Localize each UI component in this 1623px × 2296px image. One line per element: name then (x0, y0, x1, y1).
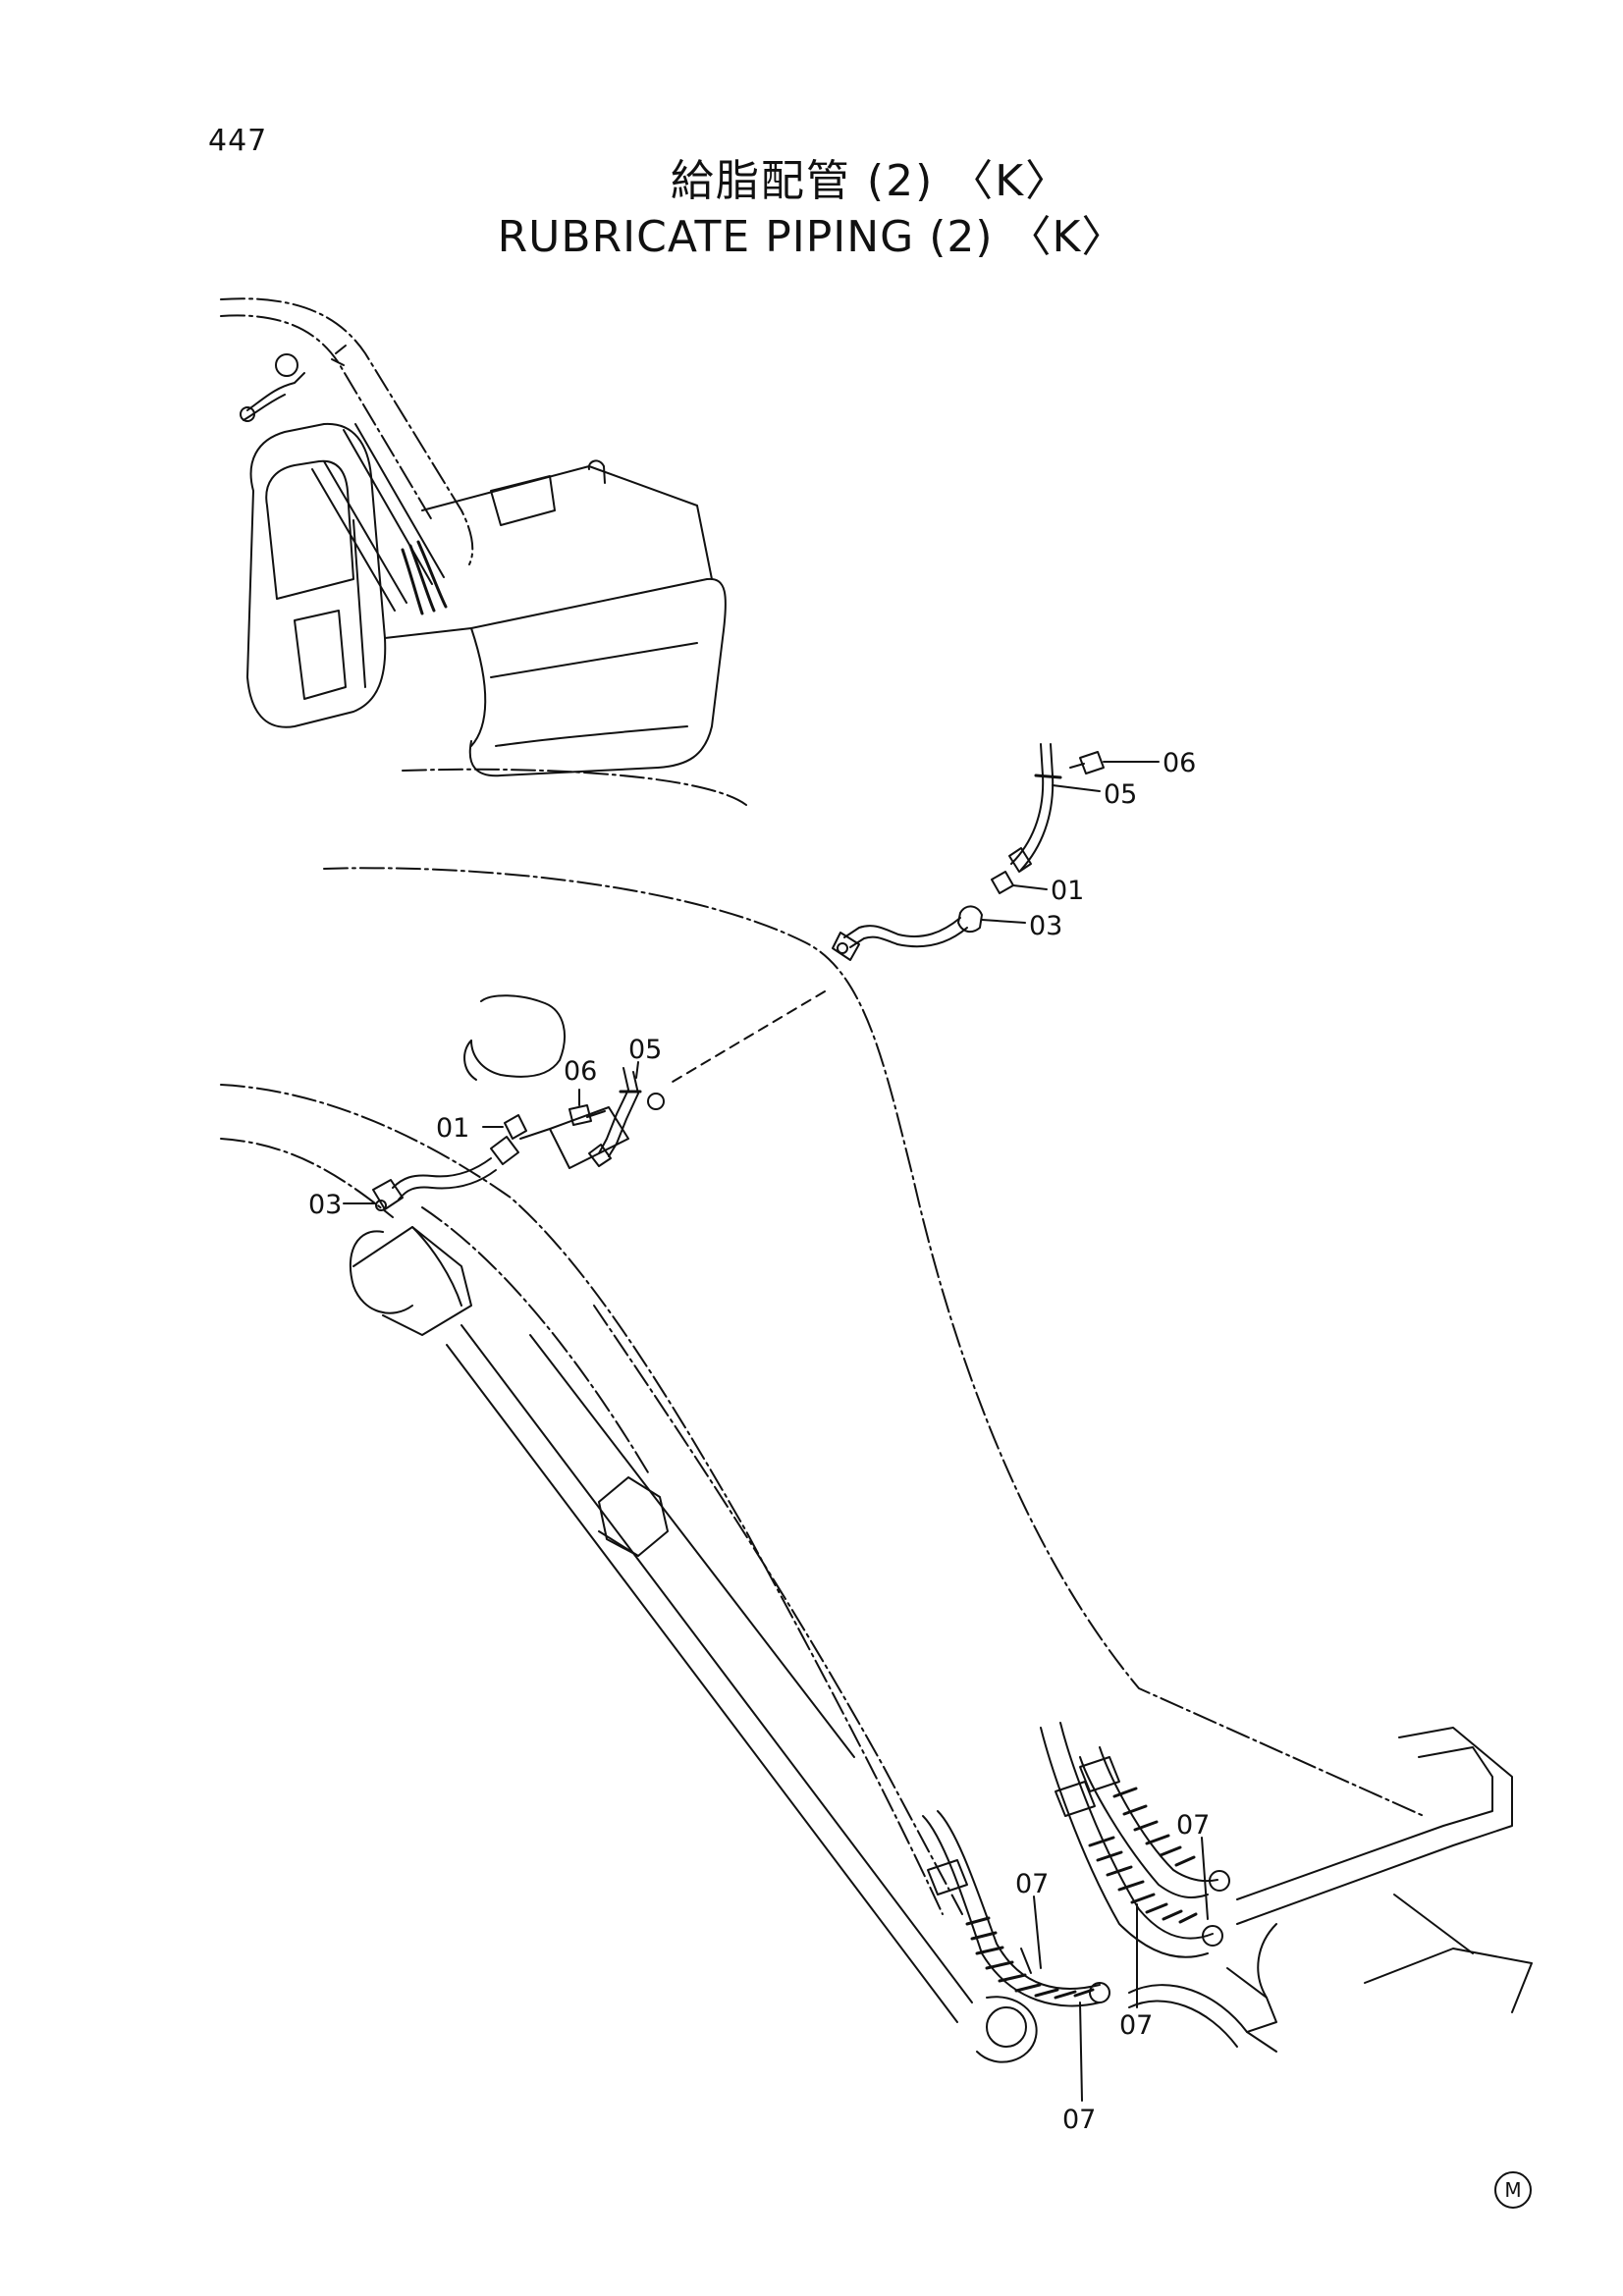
circled-m-mark: M (1494, 2171, 1532, 2209)
callout-bottom-07-c: 07 (1119, 2010, 1153, 2041)
callout-mid-06: 06 (564, 1056, 597, 1087)
middle-grease-pipe (372, 994, 665, 1211)
callout-top-03: 03 (1029, 911, 1062, 941)
boom-outline (220, 768, 1425, 1915)
arm-cylinder-bottom (1226, 1727, 1533, 2033)
callout-bottom-07-d: 07 (1062, 2105, 1096, 2135)
hose-bundles (922, 1722, 1277, 2053)
callout-leaders (343, 761, 1209, 2102)
callout-mid-01: 01 (436, 1113, 469, 1144)
diagram-title-english: RUBRICATE PIPING (2) 〈K〉 (497, 212, 1126, 262)
callout-bottom-07-b: 07 (1176, 1810, 1210, 1841)
callout-top-01: 01 (1051, 876, 1084, 906)
callout-labels: 06 05 01 03 06 05 01 03 07 07 07 07 (308, 748, 1210, 2135)
boom-cylinder (349, 1226, 1038, 2063)
page-number: 447 (208, 124, 268, 158)
callout-top-05: 05 (1104, 779, 1137, 810)
callout-mid-05: 05 (628, 1035, 662, 1065)
callout-bottom-07-a: 07 (1015, 1869, 1049, 1899)
excavator-overview-inset (220, 297, 727, 777)
callout-mid-03: 03 (308, 1190, 342, 1220)
diagram-title-japanese: 給脂配管 (2) 〈K〉 (670, 156, 1071, 206)
callout-top-06: 06 (1163, 748, 1196, 778)
upper-grease-pipe (667, 743, 1105, 1086)
